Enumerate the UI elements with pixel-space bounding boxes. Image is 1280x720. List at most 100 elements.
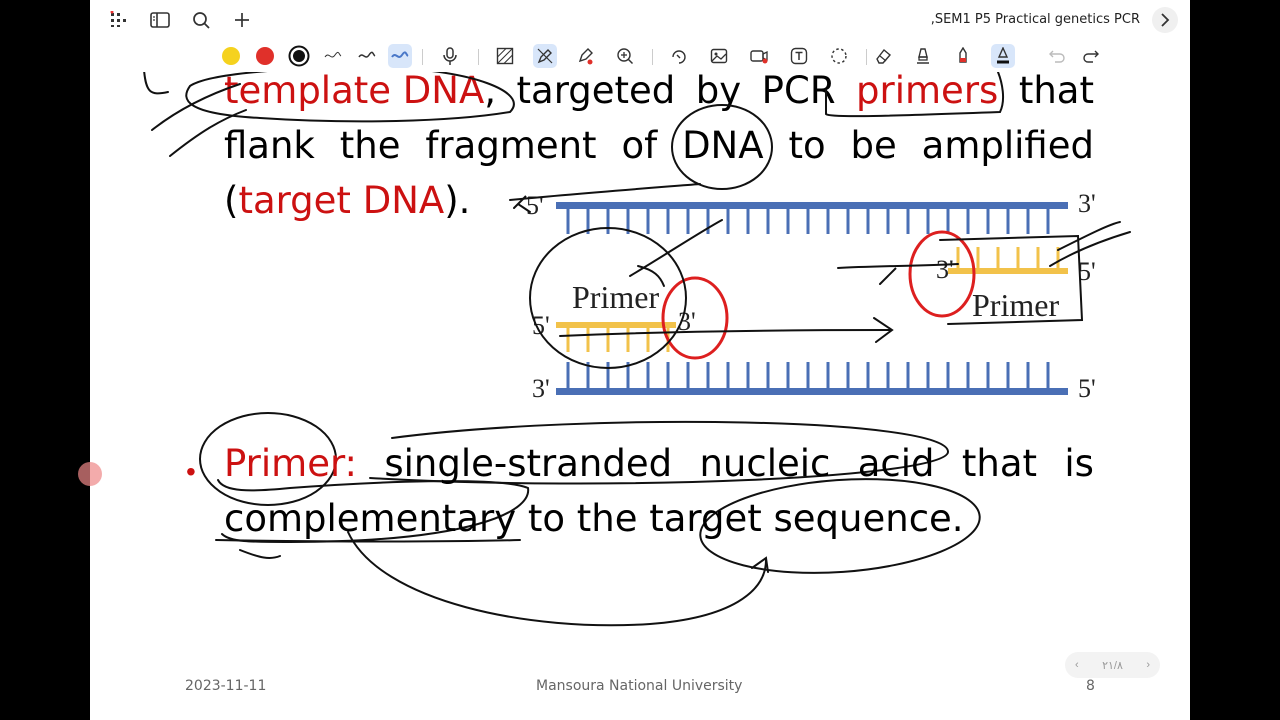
ink-arrowhead [873, 317, 894, 343]
label-bottom-3prime: 3' [532, 374, 550, 403]
ink-arrow-line [559, 329, 891, 337]
stroke-medium-icon[interactable] [355, 44, 379, 68]
para2-line2: complementary to the target sequence. [224, 497, 964, 540]
handwritten-annotations [143, 72, 1131, 627]
toolbar-divider [422, 49, 423, 65]
label-top-5prime: 5' [526, 191, 544, 220]
label-primer-right-3prime: 3' [936, 255, 954, 284]
drawing-toolbar [90, 40, 1190, 72]
sidebar-toggle-icon[interactable] [148, 8, 172, 32]
shape-grid-icon[interactable] [493, 44, 517, 68]
lasso-icon[interactable] [667, 44, 691, 68]
next-page-icon[interactable]: › [1146, 659, 1150, 671]
next-document-button[interactable] [1152, 7, 1178, 33]
text-box-icon[interactable] [787, 44, 811, 68]
top-strand-backbone [556, 202, 1068, 209]
top-strand-bases [566, 209, 1050, 234]
ink-stroke [837, 263, 959, 269]
paren-close: ). [444, 179, 471, 222]
bottom-strand-backbone [556, 388, 1068, 395]
term-template-dna: template DNA [224, 72, 485, 112]
ink-box-right-primer [939, 234, 1084, 325]
undo-icon[interactable] [1045, 44, 1069, 68]
label-primer-left-3prime: 3' [678, 307, 696, 336]
image-icon[interactable] [707, 44, 731, 68]
dashed-select-icon[interactable] [827, 44, 851, 68]
pcr-primer-diagram: 5' 3' 3' 5' Primer 5' 3' Primer 3' 5' [143, 72, 1131, 627]
left-primer-backbone [556, 322, 676, 328]
word: PCR [761, 72, 836, 112]
ink-stroke [1057, 221, 1121, 251]
ink-stroke [143, 72, 169, 95]
ink-underline [215, 539, 521, 543]
word: that [961, 442, 1038, 485]
footer-date: 2023-11-11 [185, 678, 267, 694]
ink-circle-dna [671, 104, 773, 190]
ink-stroke [513, 195, 531, 213]
word: amplified [921, 124, 1094, 167]
top-bar: ,SEM1 P5 Practical genetics PCR [90, 0, 1190, 40]
toolbar-divider [866, 49, 867, 65]
color-black-selected[interactable] [287, 44, 311, 68]
ink-stroke [879, 267, 897, 285]
search-icon[interactable] [189, 8, 213, 32]
ink-arrowhead [751, 556, 769, 573]
zoom-in-icon[interactable] [613, 44, 637, 68]
paren-open: ( [224, 179, 239, 222]
side-handle-dot[interactable] [78, 462, 102, 486]
ink-oval-target-sequence [699, 478, 981, 574]
grid-icon[interactable] [106, 8, 130, 32]
para1-line1: template DNA, targeted by PCR primers th… [224, 72, 1094, 118]
stroke-thin-icon[interactable] [321, 44, 345, 68]
word: nucleic [699, 442, 831, 485]
paragraph-primer-definition: Primer: single-stranded nucleic acid tha… [224, 436, 1094, 546]
ink-stroke [629, 219, 723, 277]
pencil-icon[interactable] [951, 44, 975, 68]
stroke-thick-icon[interactable] [388, 44, 412, 68]
term-target-dna: target DNA [238, 179, 445, 222]
word: is [1064, 442, 1094, 485]
ink-stroke [509, 183, 701, 201]
toolbar-divider [652, 49, 653, 65]
footer-page-number: 8 [1086, 678, 1095, 694]
color-red[interactable] [253, 44, 277, 68]
word: DNA [682, 124, 764, 167]
highlighter-icon[interactable] [573, 44, 597, 68]
ink-circle-left-primer [529, 227, 687, 369]
eraser-icon[interactable] [871, 44, 895, 68]
add-page-icon[interactable] [230, 8, 254, 32]
word: the [339, 124, 401, 167]
word: single-stranded [384, 442, 673, 485]
prev-page-icon[interactable]: ‹ [1075, 659, 1079, 671]
ink-stroke [151, 83, 241, 131]
paragraph-template-dna: template DNA, targeted by PCR primers th… [224, 72, 1094, 228]
pen-tool-icon[interactable] [533, 44, 557, 68]
label-primer-left: Primer [572, 279, 659, 315]
redo-icon[interactable] [1079, 44, 1103, 68]
bullet-dot: • [186, 456, 196, 487]
bottom-strand-bases [566, 362, 1050, 388]
fountain-pen-icon[interactable] [991, 44, 1015, 68]
para2-line1: Primer: single-stranded nucleic acid tha… [224, 436, 1094, 491]
word: be [850, 124, 897, 167]
slide-canvas[interactable]: template DNA, targeted by PCR primers th… [90, 72, 1190, 720]
right-primer-backbone [948, 268, 1068, 274]
word: that [1018, 72, 1094, 112]
toolbar-divider [478, 49, 479, 65]
word: targeted [516, 72, 676, 112]
ink-stroke [1049, 231, 1131, 267]
label-primer-right-5prime: 5' [1078, 257, 1096, 286]
ink-oval-single-stranded [369, 420, 950, 485]
marker-icon[interactable] [911, 44, 935, 68]
comma: , [484, 72, 497, 112]
left-primer-bases [566, 328, 670, 352]
color-yellow[interactable] [219, 44, 243, 68]
camera-icon[interactable] [747, 44, 771, 68]
microphone-icon[interactable] [438, 44, 462, 68]
chevron-right-icon [1161, 13, 1170, 27]
word: acid [857, 442, 935, 485]
label-top-3prime: 3' [1078, 189, 1096, 218]
word: to [788, 124, 826, 167]
word: of [621, 124, 658, 167]
ink-stroke [637, 265, 665, 287]
